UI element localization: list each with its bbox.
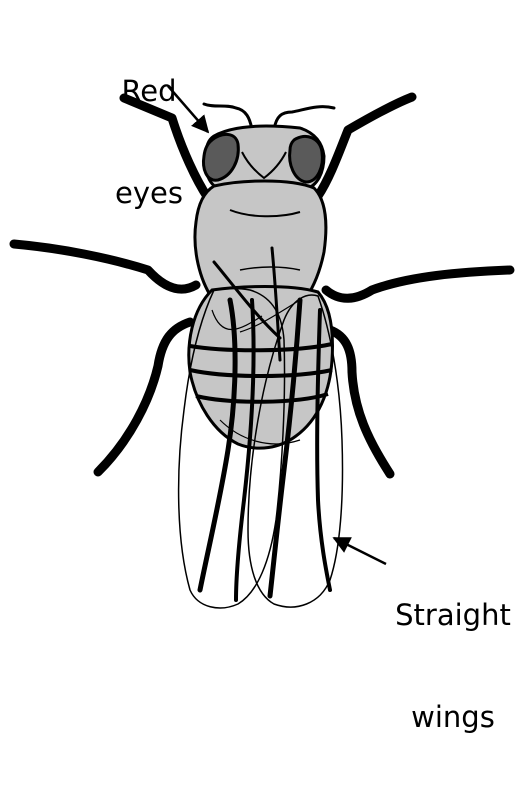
right-eye — [290, 136, 323, 182]
wings-pointer-arrow — [334, 538, 386, 564]
hind-left-leg — [98, 322, 190, 472]
thorax — [195, 181, 326, 303]
fruit-fly-illustration — [0, 0, 524, 617]
fruit-fly-diagram: Red eyes Straight wings — [0, 0, 524, 617]
straight-wings-label-line1: Straight — [383, 598, 523, 632]
abdomen — [189, 287, 333, 449]
straight-wings-label-line2: wings — [383, 700, 523, 734]
red-eyes-label-line1: Red — [104, 74, 194, 108]
front-right-leg — [318, 97, 412, 196]
red-eyes-label: Red eyes — [104, 6, 194, 278]
straight-wings-label: Straight wings — [383, 530, 523, 802]
middle-right-leg — [326, 270, 510, 298]
red-eyes-label-line2: eyes — [104, 176, 194, 210]
